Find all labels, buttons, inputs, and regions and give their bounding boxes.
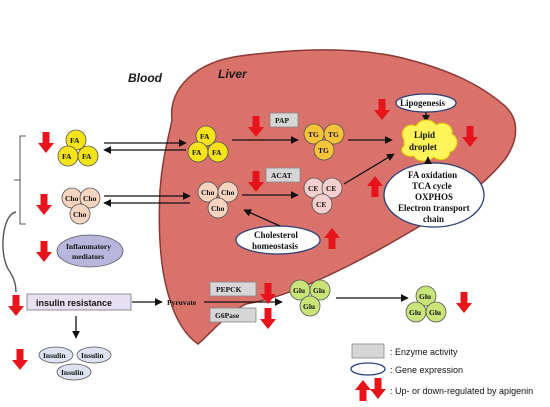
glu-label: Glu (429, 308, 441, 317)
legend-up-arrow-icon (355, 380, 371, 401)
insulin-cluster: Insulin Insulin Insulin (38, 346, 112, 381)
lipogenesis-label: Lipogenesis (400, 98, 446, 108)
tg-cluster: TG TG TG (303, 123, 345, 161)
oxidation-label-line4: Electron transport (398, 203, 470, 213)
fa-label: FA (70, 136, 80, 145)
cholesterol-label-line1: Cholesterol (254, 230, 298, 240)
fa-label: FA (82, 152, 92, 161)
insulin-resistance-box (26, 293, 132, 311)
oxidation-label-line5: chain (423, 214, 444, 224)
fa-label: FA (200, 132, 210, 141)
legend-enzyme-label: : Enzyme activity (390, 347, 458, 357)
glu-label: Glu (419, 292, 431, 301)
ce-cluster: CE CE CE (303, 177, 343, 215)
legend-down-arrow-icon (370, 378, 386, 399)
cho-label: Cho (201, 188, 215, 197)
inflammatory-mediators-node (56, 234, 124, 268)
fa-blood-down-arrow-icon (38, 132, 54, 153)
cholesterol-homeostasis-node (235, 225, 321, 255)
g6pase-enzyme-box (209, 307, 257, 323)
oxidation-label-line2: TCA cycle (412, 181, 452, 191)
g6pase-label: G6Pase (215, 311, 240, 320)
inflammatory-label-line2: mediators (72, 252, 104, 261)
cho-label: Cho (221, 188, 235, 197)
cho-label: Cho (65, 194, 79, 203)
insulin-label: Insulin (81, 351, 104, 360)
insulin-resistance-down-arrow-icon (8, 295, 24, 316)
insulin-down-arrow-icon (12, 349, 28, 370)
tg-label: TG (328, 130, 339, 139)
ce-label: CE (316, 200, 326, 209)
pepck-label: PEPCK (216, 285, 242, 294)
oxidation-label-line1: FA oxidation (408, 170, 457, 180)
blood-fa-cluster: FA FA FA (57, 129, 99, 167)
pyruvate-label: Pyruvate (167, 298, 197, 307)
cho-label: Cho (73, 210, 87, 219)
fa-label: FA (62, 152, 72, 161)
insulin-resistance-label: insulin resistance (36, 298, 112, 308)
ce-label: CE (308, 184, 318, 193)
liver-cho-cluster: Cho Cho Cho (197, 181, 239, 219)
liver-title: Liver (218, 67, 248, 81)
cho-label: Cho (83, 194, 97, 203)
legend-enzyme-swatch (351, 343, 385, 359)
g6pase-down-arrow-icon (260, 308, 276, 329)
ce-to-droplet-arrow (343, 153, 395, 185)
liver-fa-cluster: FA FA FA (187, 125, 229, 163)
lipid-droplet-label-line2: droplet (409, 142, 437, 152)
lipid-droplet (401, 119, 458, 162)
legend-gene-swatch (350, 362, 386, 376)
cho-blood-down-arrow-icon (36, 194, 52, 215)
insulin-label: Insulin (61, 368, 84, 377)
pap-enzyme-box (269, 112, 299, 128)
lipid-droplet-label-line1: Lipid (414, 130, 435, 140)
liver-glu-cluster: Glu Glu Glu (289, 279, 331, 317)
pepck-enzyme-box (209, 281, 257, 297)
inflammatory-down-arrow-icon (36, 241, 52, 262)
legend: : Enzyme activity : Gene expression : Up… (350, 343, 533, 401)
fa-label: FA (192, 148, 202, 157)
glu-label: Glu (313, 286, 325, 295)
blood-cho-cluster: Cho Cho Cho (61, 187, 101, 225)
tg-label: TG (308, 130, 319, 139)
insulin-label: Insulin (43, 351, 66, 360)
acat-enzyme-box (265, 167, 301, 183)
acat-label: ACAT (271, 171, 292, 180)
glu-label: Glu (303, 302, 315, 311)
blood-bracket (14, 135, 26, 225)
blood-to-resistance-connector (2, 211, 17, 293)
fa-label: FA (212, 148, 222, 157)
glu-label: Glu (409, 308, 421, 317)
tg-label: TG (318, 146, 329, 155)
oxidation-node (383, 162, 485, 228)
legend-gene-label: : Gene expression (390, 365, 463, 375)
ce-label: CE (326, 184, 336, 193)
legend-regulation-label: : Up- or down-regulated by apigenin (390, 386, 533, 396)
oxidation-label-line3: OXPHOS (415, 192, 453, 202)
inflammatory-label-line1: Inflammatory (66, 242, 111, 251)
cho-label: Cho (211, 204, 225, 213)
pap-label: PAP (275, 116, 289, 125)
glu-label: Glu (293, 286, 305, 295)
blood-glu-cluster: Glu Glu Glu (405, 285, 447, 323)
cholesterol-label-line2: homeostasis (252, 241, 298, 251)
cholesterol-to-cho-arrow (243, 209, 281, 227)
blood-glu-down-arrow-icon (456, 292, 472, 313)
blood-title: Blood (128, 71, 163, 85)
